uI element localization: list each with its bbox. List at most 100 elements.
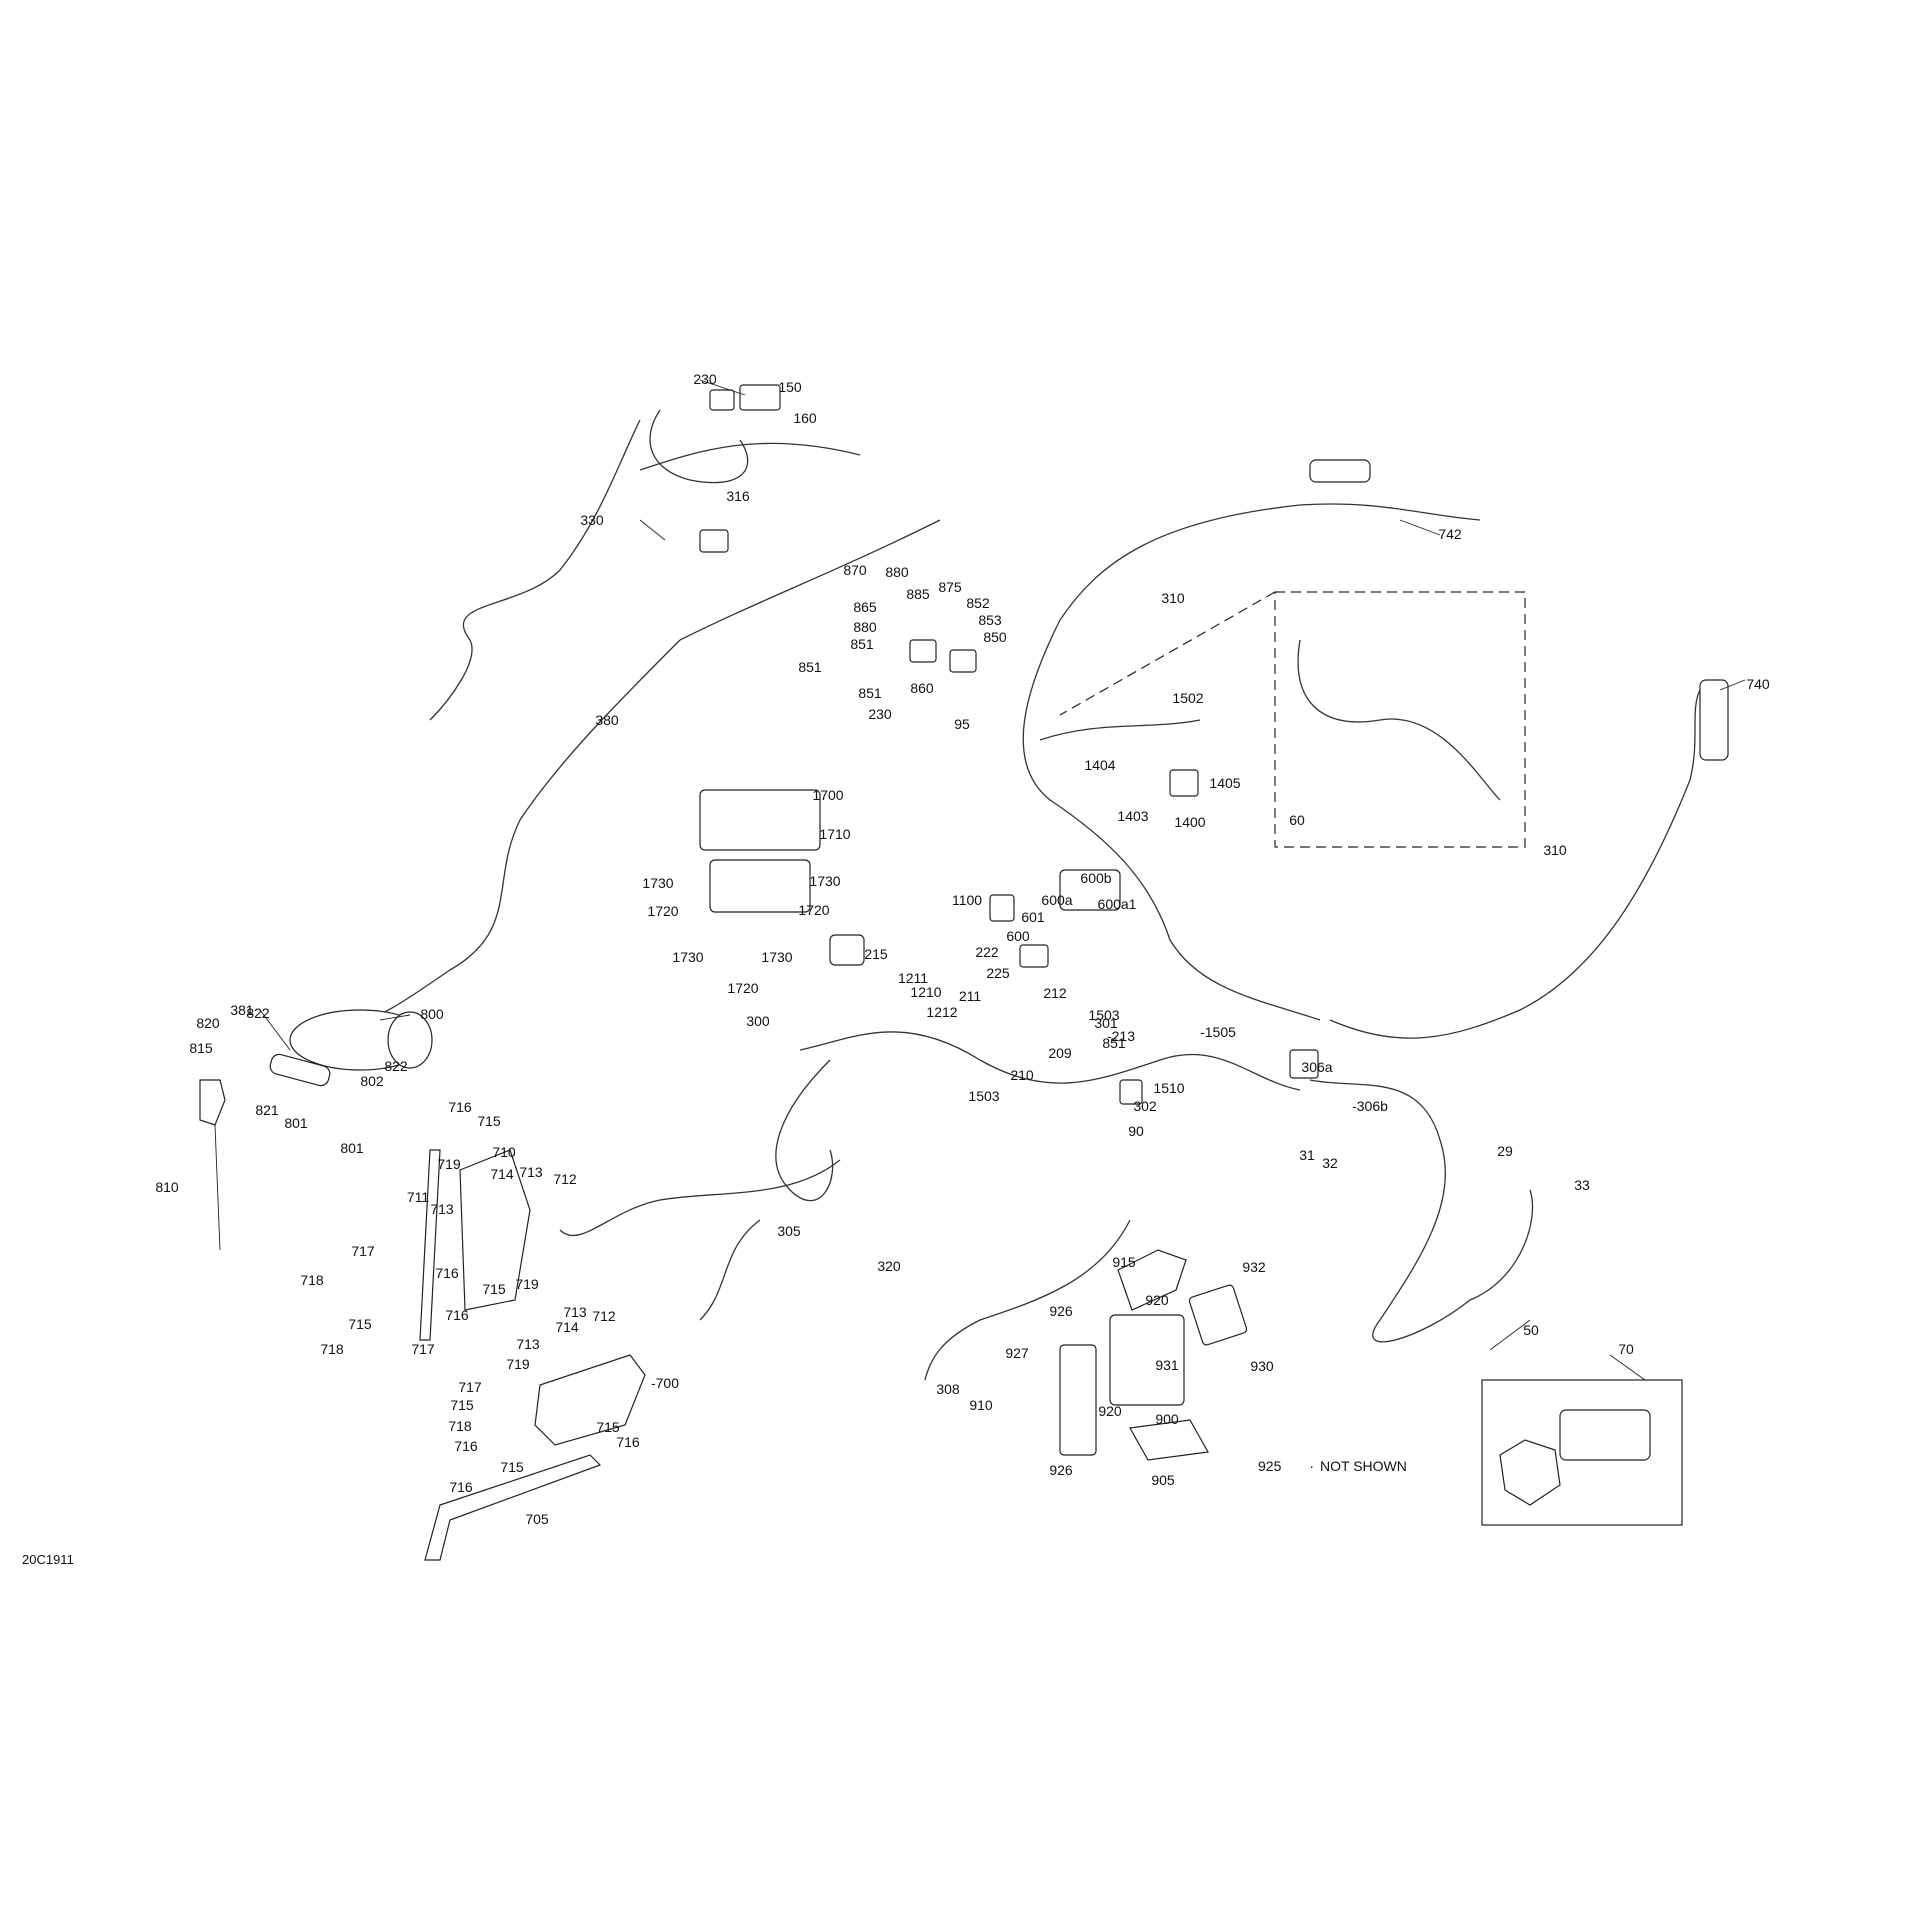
leader-50	[1489, 1319, 1531, 1351]
callout-740: 740	[1746, 676, 1770, 692]
relay-215	[829, 934, 865, 966]
callout-802: 802	[360, 1073, 384, 1089]
headlight-700	[534, 1354, 646, 1446]
callout-1210: 1210	[910, 984, 942, 1000]
callout-70: 70	[1618, 1341, 1634, 1357]
harness-310-upper	[1059, 503, 1481, 621]
callout-1730d: 1730	[761, 949, 793, 965]
callout-306a: 306a	[1301, 1059, 1333, 1075]
callout-915: 915	[1112, 1254, 1136, 1270]
leader-381	[259, 1009, 291, 1051]
callout-715e: 715	[596, 1419, 620, 1435]
cable-810	[214, 1124, 221, 1251]
callout-308: 308	[936, 1381, 960, 1397]
harness-60	[1297, 639, 1501, 801]
callout-715c: 715	[348, 1316, 372, 1332]
callout-211: 211	[958, 988, 982, 1004]
callout-885: 885	[906, 586, 930, 602]
leader-742	[1399, 519, 1441, 536]
callout-212: 212	[1043, 985, 1067, 1001]
callout-717c: 717	[458, 1379, 482, 1395]
detail-70-frame	[1481, 1379, 1683, 1526]
callout-705: 705	[525, 1511, 549, 1527]
note-text: NOT SHOWN	[1320, 1458, 1407, 1474]
trim-711	[419, 1149, 441, 1341]
callout-930: 930	[1250, 1358, 1274, 1374]
fuse-95	[949, 649, 977, 673]
callout-213: -213	[1106, 1028, 1136, 1044]
callout-801a: 801	[284, 1115, 308, 1131]
callout-717b: 717	[411, 1341, 435, 1357]
callout-852: 852	[966, 595, 990, 611]
relay-865	[699, 529, 729, 553]
callout-1700: 1700	[812, 787, 844, 803]
callout-230: 230	[693, 371, 717, 387]
callout-310b: 310	[1543, 842, 1567, 858]
callout-700: -700	[650, 1375, 680, 1391]
callout-1100: 1100	[951, 892, 983, 908]
callout-601: 601	[1021, 909, 1045, 925]
callout-851c: 851	[858, 685, 882, 701]
callout-222: 222	[975, 944, 999, 960]
callout-851a: 851	[850, 636, 874, 652]
callout-215: 215	[864, 946, 888, 962]
fuse-222	[1019, 944, 1049, 968]
connector-150	[739, 384, 781, 411]
callout-716d: 716	[454, 1438, 478, 1454]
leader-150	[699, 379, 746, 396]
callout-713d: 713	[516, 1336, 540, 1352]
callout-716a: 716	[448, 1099, 472, 1115]
harness-305	[699, 1219, 761, 1321]
leader-800	[379, 1014, 411, 1021]
callout-719c: 719	[506, 1356, 530, 1372]
harness-712	[559, 1159, 841, 1237]
callout-926a: 926	[1049, 1303, 1073, 1319]
harness-380	[359, 639, 681, 1021]
callout-853: 853	[978, 612, 1002, 628]
callout-715d: 715	[450, 1397, 474, 1413]
headlight-710	[459, 1149, 531, 1311]
callout-716e: 716	[616, 1434, 640, 1450]
callout-865: 865	[853, 599, 877, 615]
harness-308	[924, 1219, 1131, 1381]
callout-600b: 600b	[1080, 870, 1112, 886]
callout-209: 209	[1048, 1045, 1072, 1061]
callout-306b: -306b	[1352, 1098, 1388, 1114]
callout-719b: 719	[515, 1276, 539, 1292]
callout-381: 381	[230, 1002, 254, 1018]
callout-31: 31	[1299, 1147, 1315, 1163]
bracket-1710	[709, 859, 811, 913]
harness-310-mid	[1022, 619, 1321, 1021]
leader-740	[1719, 679, 1746, 691]
callout-320: 320	[877, 1258, 901, 1274]
callout-1403: 1403	[1117, 808, 1149, 824]
module-930	[1188, 1284, 1248, 1346]
callout-1503a: 1503	[1088, 1007, 1120, 1023]
callout-60: 60	[1289, 812, 1305, 828]
callout-1730b: 1730	[809, 873, 841, 889]
callout-302: 302	[1133, 1098, 1157, 1114]
harness-rear	[1309, 1079, 1534, 1343]
harness-330	[429, 419, 641, 721]
switch-1400	[1169, 769, 1199, 797]
callout-905: 905	[1151, 1472, 1175, 1488]
harness-300-main	[799, 1031, 1301, 1091]
callout-910: 910	[969, 1397, 993, 1413]
leader-70	[1609, 1354, 1646, 1381]
callout-900: 900	[1155, 1411, 1179, 1427]
callout-1502: 1502	[1172, 690, 1204, 706]
callout-1212: 1212	[926, 1004, 958, 1020]
callout-713c: 713	[563, 1304, 587, 1320]
callout-50: 50	[1523, 1322, 1539, 1338]
nut-70	[1499, 1439, 1561, 1506]
relay-90	[1119, 1079, 1143, 1105]
callout-33: 33	[1574, 1177, 1590, 1193]
callout-875: 875	[938, 579, 962, 595]
callout-931: 931	[1155, 1357, 1179, 1373]
callout-716b: 716	[435, 1265, 459, 1281]
callout-600: 600	[1006, 928, 1030, 944]
module-915	[1117, 1249, 1187, 1311]
callout-718c: 718	[448, 1418, 472, 1434]
callout-800: 800	[420, 1006, 444, 1022]
callout-90: 90	[1128, 1123, 1144, 1139]
